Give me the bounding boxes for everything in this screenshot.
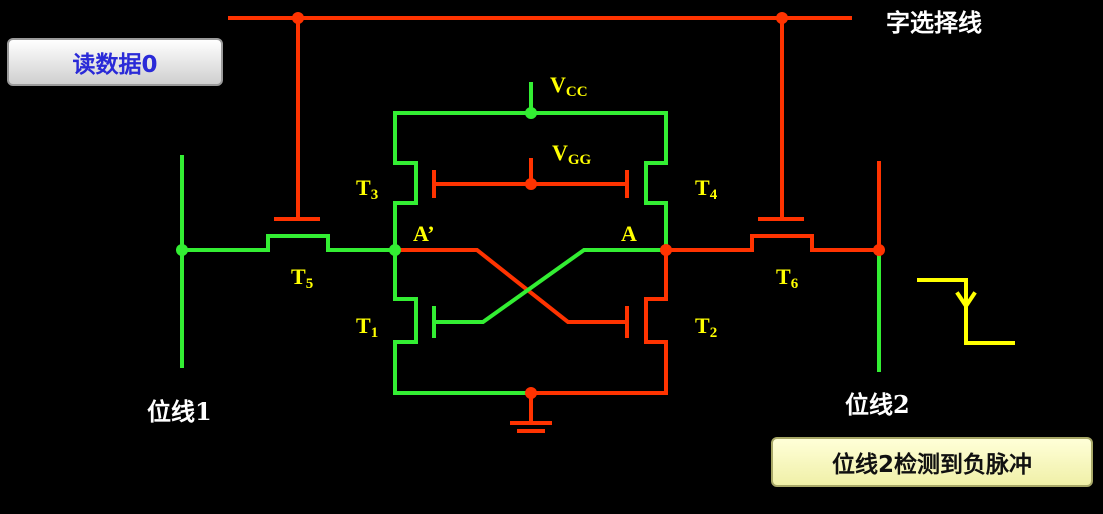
read-data-0-button[interactable]: 读数据0	[7, 38, 223, 86]
junction-dot	[776, 12, 788, 24]
negative-pulse-waveform	[917, 278, 1015, 345]
t5-label: T5	[291, 264, 314, 292]
junction-dot	[660, 244, 672, 256]
t2-label: T2	[695, 313, 718, 341]
bit-line-2-label: 位线2	[845, 390, 910, 419]
junction-dot	[292, 12, 304, 24]
junction-dot	[389, 244, 401, 256]
t1-body	[393, 248, 533, 395]
negative-pulse-status-button[interactable]: 位线2检测到负脉冲	[771, 437, 1093, 487]
t4-body	[644, 111, 668, 252]
cross-wire-a-prime	[393, 248, 629, 324]
junction-dot	[525, 107, 537, 119]
node-a-prime-label: A’	[413, 221, 435, 246]
junction-dot	[873, 244, 885, 256]
t6-label: T6	[776, 264, 799, 292]
node-a-label: A	[621, 221, 637, 246]
t3-body	[393, 111, 418, 252]
t5-channel	[266, 234, 330, 252]
vcc-label: VCC	[550, 72, 588, 100]
pulse-arrow-head	[955, 291, 977, 310]
vgg-label: VGG	[552, 140, 592, 168]
t2-body	[529, 248, 668, 395]
t4-label: T4	[695, 175, 718, 203]
junction-dot	[525, 178, 537, 190]
t6-channel	[750, 234, 814, 252]
t1-label: T1	[356, 313, 379, 341]
junction-dot	[525, 387, 537, 399]
cross-wire-a	[432, 248, 668, 324]
bit-line-1-label: 位线1	[147, 397, 212, 426]
word-select-line-label: 字选择线	[886, 8, 982, 37]
t3-label: T3	[356, 175, 379, 203]
junction-dot	[176, 244, 188, 256]
